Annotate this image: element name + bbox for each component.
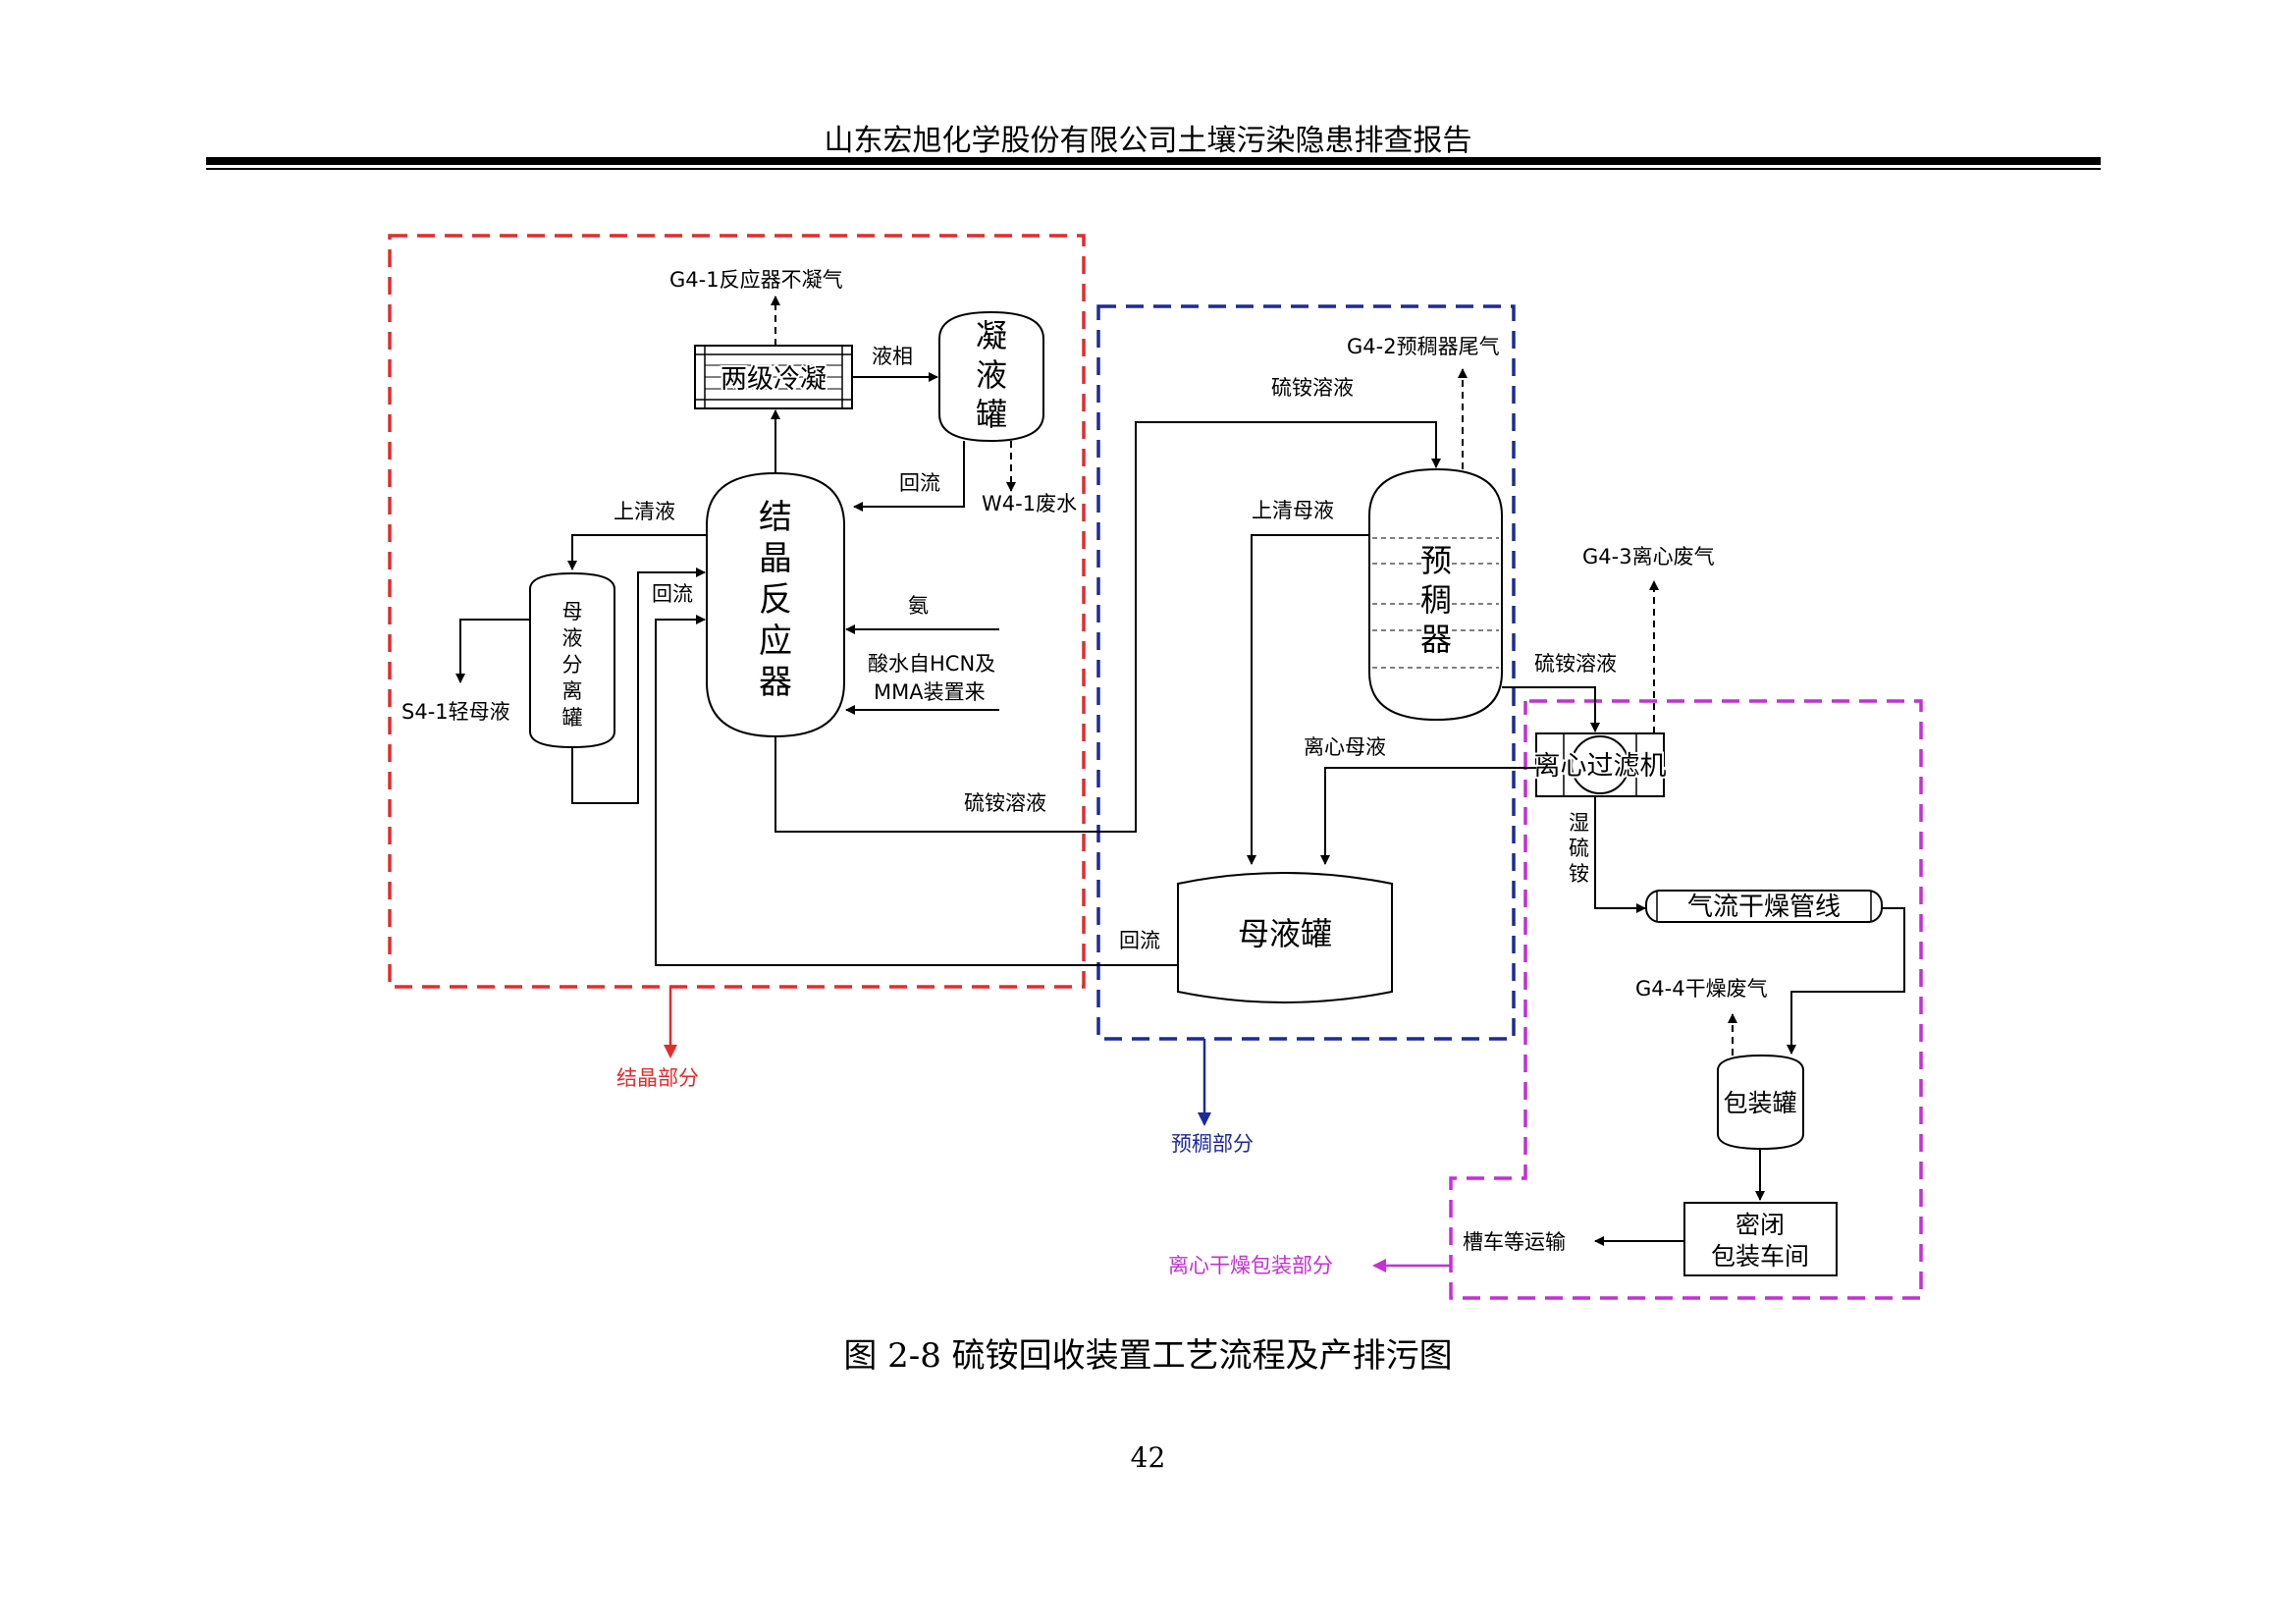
condensate-tank-char-3: 罐 [976,396,1007,433]
upper-clear-label: 上清液 [614,500,675,523]
airflow-dryer-line: 气流干燥管线 [1645,890,1883,923]
pre-thickener: 预 稠 器 [1368,467,1503,722]
wet-ammonium-line [1594,796,1646,913]
w41-label: W4-1废水 [982,492,1077,515]
wet-ammonium-char-2: 硫 [1569,837,1589,860]
pack-tank-label: 包装罐 [1723,1089,1796,1117]
reflux-label-2: 回流 [652,582,693,606]
separator-reflux-line [571,568,706,804]
separator-char-1: 母 [562,600,583,623]
workshop-line-2: 包装车间 [1711,1242,1809,1271]
ammonium-sulfate-feed-line [774,421,1441,833]
transport-label: 槽车等运输 [1463,1230,1566,1254]
mother-liquor-separator: 母 液 分 离 罐 [529,571,615,749]
reactor-char-5: 器 [759,663,792,702]
page-number: 42 [1130,1441,1166,1474]
crystallization-section-boundary [388,234,1086,989]
ammonium-sulfate-label-3: 硫铵溶液 [1534,652,1617,676]
two-stage-condenser: 两级冷凝 [694,345,853,409]
reflux-label-1: 回流 [899,471,940,495]
closed-packing-workshop: 密闭 包装车间 [1683,1202,1838,1276]
upper-mother-liquor-line [1247,534,1369,865]
crystallization-reactor: 结 晶 反 应 器 [706,471,845,738]
centrifuge-filter: 离心过滤机 [1532,732,1669,797]
upper-clear-liquid-line [567,534,707,570]
g42-label: G4-2预稠器尾气 [1347,335,1500,358]
g44-label: G4-4干燥废气 [1635,977,1768,1001]
condensate-tank-char-1: 凝 [976,317,1007,354]
pre-thickening-section-label: 预稠部分 [1171,1132,1254,1156]
reactor-char-3: 反 [759,580,792,620]
separator-char-4: 离 [562,679,583,703]
separator-char-5: 罐 [562,706,583,730]
packing-tank: 包装罐 [1717,1054,1804,1151]
mother-tank-label: 母液罐 [1238,915,1332,952]
figure-caption: 图 2-8 硫铵回收装置工艺流程及产排污图 [843,1336,1453,1376]
wet-ammonium-char-1: 湿 [1569,811,1589,835]
centrifuge-section-label: 离心干燥包装部分 [1168,1254,1333,1277]
g43-label: G4-3离心废气 [1582,545,1715,568]
ammonia-label: 氨 [908,594,929,618]
header-rule-thin [206,168,2101,170]
dryer-label: 气流干燥管线 [1687,893,1841,922]
ammonium-sulfate-label-1: 硫铵溶液 [964,791,1046,815]
centrifuge-section-boundary [1449,699,1923,1300]
document-header-title: 山东宏旭化学股份有限公司土壤污染隐患排查报告 [824,124,1472,158]
mother-tank-reflux-line [655,615,1178,966]
reflux-label-3: 回流 [1119,929,1160,952]
dryer-to-pack-tank-line [1787,907,1905,1055]
reactor-char-4: 应 [759,622,792,661]
crystallization-section-label: 结晶部分 [616,1066,699,1090]
g41-label: G4-1反应器不凝气 [669,268,843,292]
workshop-line-1: 密闭 [1735,1211,1785,1239]
condenser-label: 两级冷凝 [721,364,827,395]
reactor-char-2: 晶 [759,539,792,578]
reflux-from-condensate-line [853,441,965,512]
header-rule-thick [206,157,2101,165]
wet-ammonium-char-3: 铵 [1569,862,1589,886]
pre-thickener-char-1: 预 [1420,542,1452,579]
liquid-phase-label: 液相 [872,345,913,368]
separator-char-3: 分 [562,653,583,677]
s41-label: S4-1轻母液 [401,700,510,724]
condensate-tank-char-2: 液 [976,356,1007,394]
ammonium-sulfate-label-2: 硫铵溶液 [1271,376,1354,400]
reactor-char-1: 结 [759,498,792,537]
upper-mother-label: 上清母液 [1252,499,1334,522]
condensate-tank: 凝 液 罐 [938,310,1044,443]
separator-char-2: 液 [562,626,583,650]
centrifuge-mother-liquor-line [1320,767,1536,865]
pre-thickener-to-centrifuge-line [1502,686,1600,732]
acid-water-label-1: 酸水自HCN及 [868,652,995,676]
pre-thickener-char-3: 器 [1420,621,1452,658]
acid-water-label-2: MMA装置来 [874,680,986,704]
centrifuge-mother-label: 离心母液 [1304,735,1386,759]
s41-outlet-line [455,619,530,683]
pre-thickening-section-boundary [1096,304,1516,1041]
centrifuge-label: 离心过滤机 [1534,751,1667,782]
pre-thickener-char-2: 稠 [1420,581,1452,619]
mother-liquor-tank: 母液罐 [1177,872,1393,1003]
